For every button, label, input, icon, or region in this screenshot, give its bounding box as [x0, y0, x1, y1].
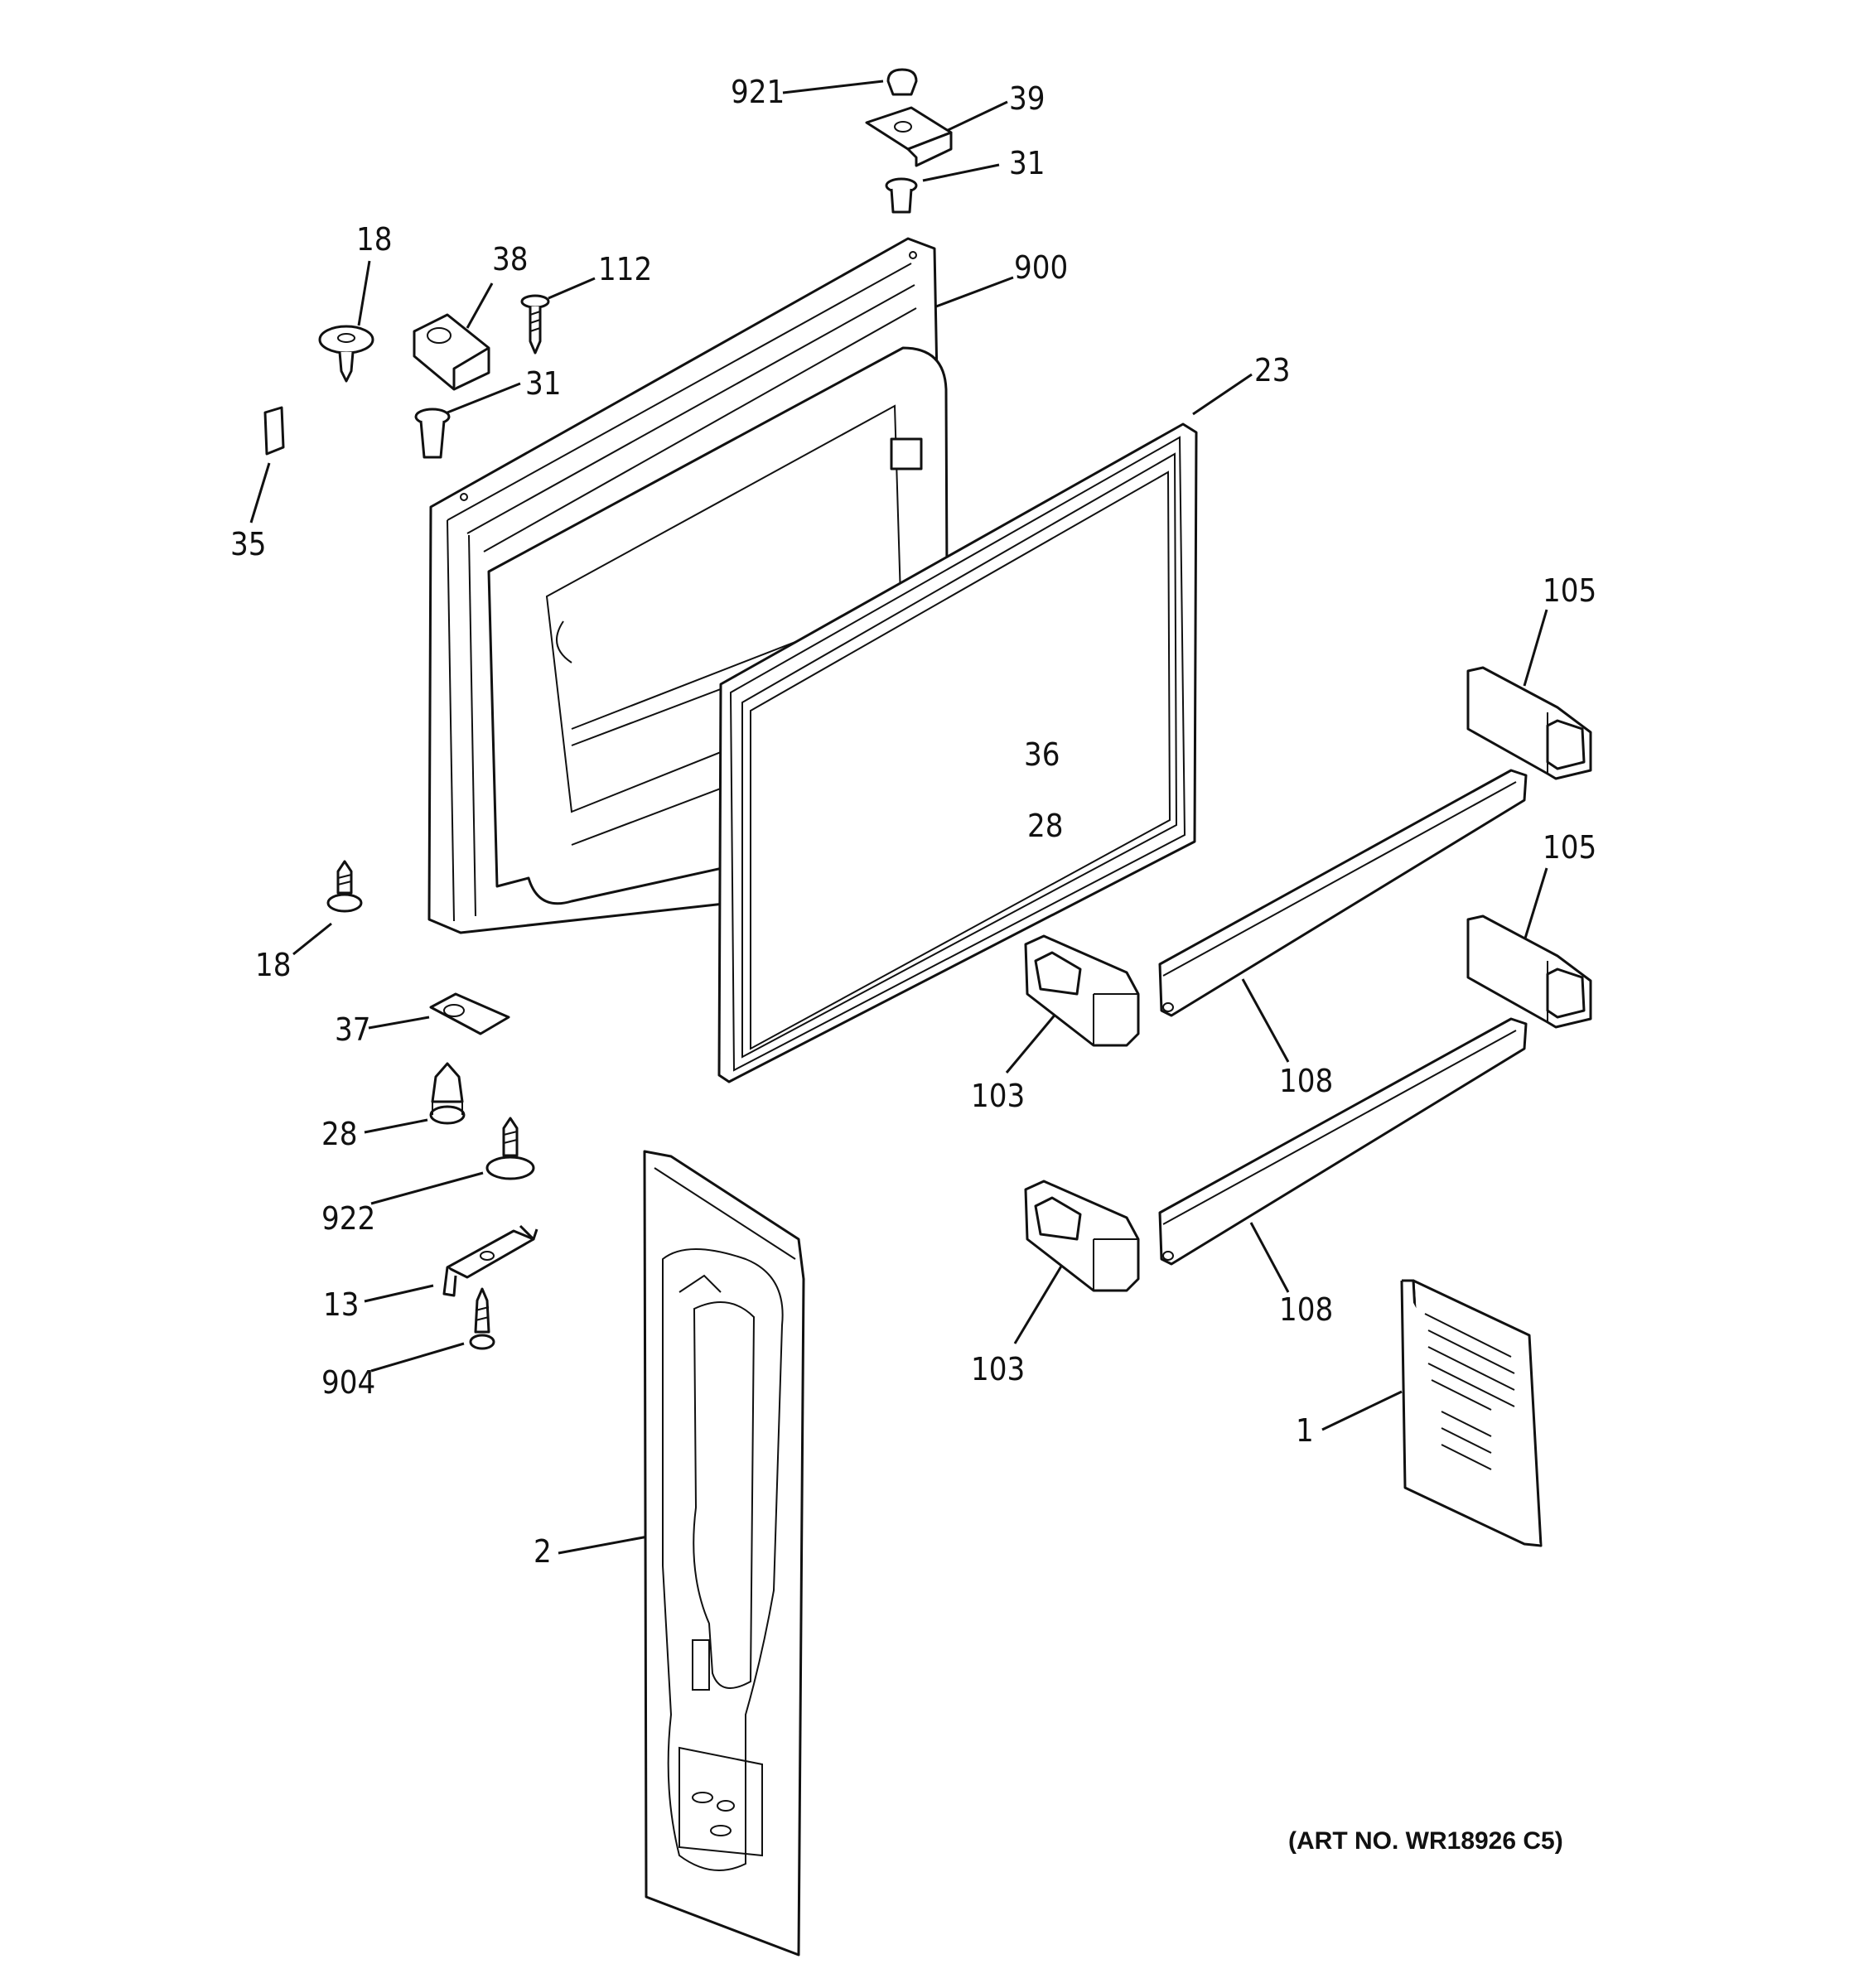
- part-922-screw: [485, 1117, 535, 1180]
- part-39-hinge-bracket: [865, 106, 953, 167]
- callout-13: 13: [323, 1286, 360, 1323]
- part-103-end-cap-lower: [1024, 1180, 1140, 1292]
- part-18-screw-top: [318, 325, 374, 383]
- callout-1: 1: [1296, 1412, 1314, 1449]
- callout-105-lower: 105: [1543, 829, 1596, 866]
- part-921-cap: [886, 68, 918, 96]
- callout-39: 39: [1009, 80, 1045, 117]
- part-35-plug: [263, 406, 285, 456]
- part-2-door-handle: [643, 1150, 805, 1957]
- part-37-bracket: [429, 992, 510, 1035]
- callout-904: 904: [321, 1364, 375, 1401]
- part-18-screw-left: [326, 860, 363, 913]
- callout-36: 36: [1024, 736, 1060, 773]
- callout-900: 900: [1014, 249, 1068, 286]
- callout-31-top: 31: [1009, 145, 1045, 181]
- callout-108-upper: 108: [1279, 1063, 1333, 1099]
- art-number: (ART NO. WR18926 C5): [1288, 1827, 1563, 1855]
- callout-108-lower: 108: [1279, 1291, 1333, 1328]
- part-108-trim-upper: [1158, 769, 1528, 1017]
- callout-35: 35: [230, 526, 267, 562]
- part-112-screw: [520, 294, 550, 355]
- part-31-bushing-left: [414, 408, 451, 459]
- callout-103-lower: 103: [971, 1351, 1025, 1387]
- callout-105-upper: 105: [1543, 572, 1596, 609]
- part-103-end-cap-upper: [1024, 934, 1140, 1047]
- callout-23: 23: [1254, 352, 1291, 388]
- callout-38: 38: [492, 241, 529, 277]
- part-108-trim-lower: [1158, 1017, 1528, 1266]
- callout-103-upper: 103: [971, 1078, 1025, 1114]
- callout-2: 2: [534, 1533, 552, 1570]
- part-38-bracket: [413, 313, 490, 391]
- part-23-door-gasket: [717, 422, 1198, 1083]
- callout-112: 112: [598, 251, 652, 287]
- part-31-bushing-top: [885, 177, 918, 214]
- callout-37: 37: [335, 1011, 371, 1048]
- part-1-owners-manual: [1400, 1279, 1543, 1547]
- callout-922: 922: [321, 1200, 375, 1237]
- callout-18-left: 18: [255, 947, 292, 983]
- part-28-hinge-pin-left: [429, 1062, 466, 1125]
- part-105-end-cap-lower: [1466, 914, 1592, 1029]
- callout-31-left: 31: [525, 365, 562, 402]
- part-904-screw: [469, 1287, 495, 1350]
- callout-28-right: 28: [1027, 808, 1064, 844]
- part-13-hinge: [442, 1224, 538, 1297]
- part-105-end-cap-upper: [1466, 666, 1592, 780]
- callout-labels: 921 39 31 18 38 112 900 31 35 23 105 36 …: [230, 74, 1596, 1570]
- callout-28-left: 28: [321, 1116, 358, 1152]
- callout-18-top: 18: [356, 221, 393, 258]
- callout-921: 921: [731, 74, 785, 110]
